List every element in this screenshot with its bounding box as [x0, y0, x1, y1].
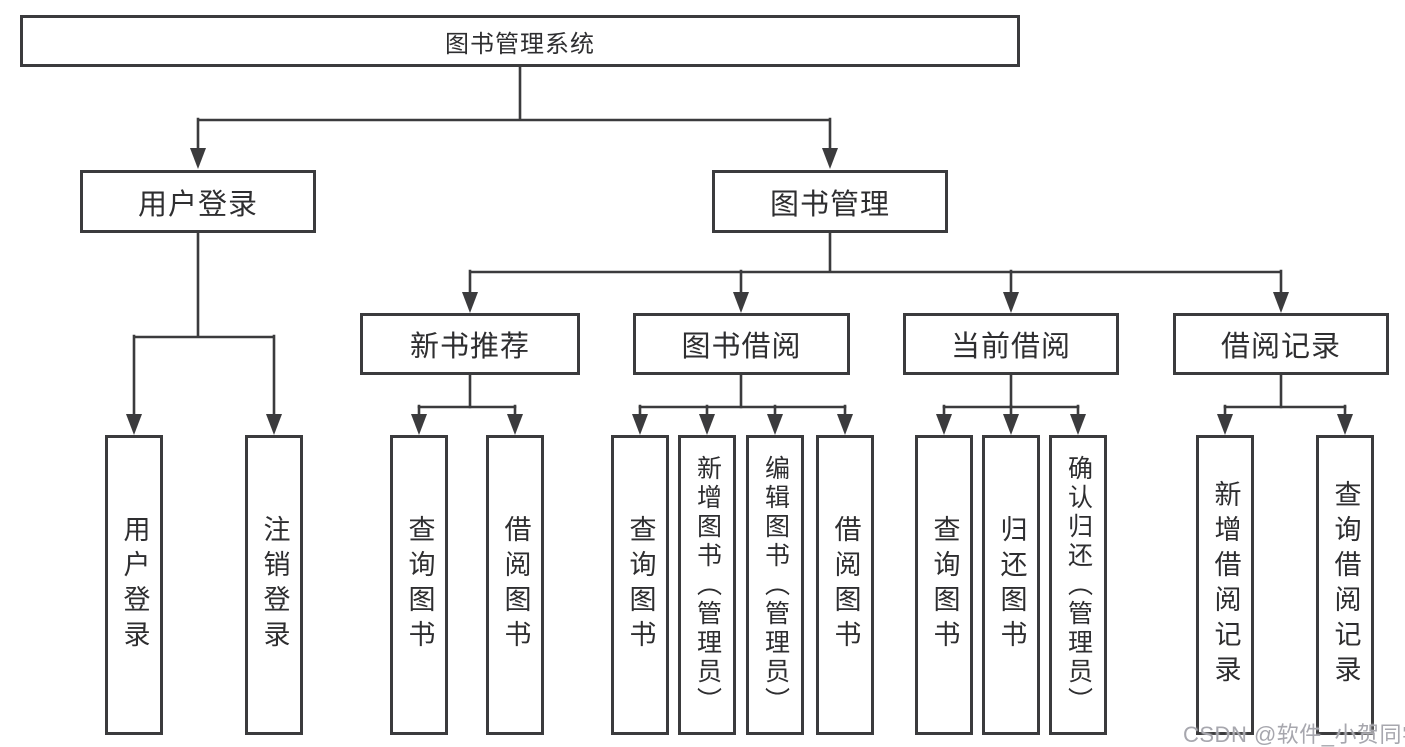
node-new-book-recommendation: 新书推荐	[360, 313, 580, 375]
node-user-login: 用户登录	[80, 170, 316, 233]
node-book-borrowing: 图书借阅	[633, 313, 850, 375]
watermark: CSDN @软件_小贺同学	[1183, 722, 1405, 747]
leaf-query-borrow-record-label: 查询借阅记录	[1330, 480, 1361, 690]
leaf-return-books-label: 归还图书	[996, 515, 1027, 655]
leaf-logout-login: 注销登录	[245, 435, 303, 735]
leaf-query-books-borrowing: 查询图书	[611, 435, 669, 735]
leaf-borrow-books-borrowing-label: 借阅图书	[830, 515, 861, 655]
leaf-return-books: 归还图书	[982, 435, 1040, 735]
leaf-add-books-admin: 新增图书（管理员）	[678, 435, 736, 735]
leaf-query-books-borrowing-label: 查询图书	[625, 515, 656, 655]
leaf-borrow-books-borrowing: 借阅图书	[816, 435, 874, 735]
leaf-confirm-return-admin-label: 确认归还（管理员）	[1064, 454, 1093, 716]
leaf-query-books-current-label: 查询图书	[929, 515, 960, 655]
leaf-query-books-recommend-label: 查询图书	[404, 515, 435, 655]
node-current-borrowing: 当前借阅	[903, 313, 1119, 375]
leaf-add-borrow-record: 新增借阅记录	[1196, 435, 1254, 735]
leaf-user-login: 用户登录	[105, 435, 163, 735]
leaf-add-borrow-record-label: 新增借阅记录	[1210, 480, 1241, 690]
leaf-borrow-books-recommend-label: 借阅图书	[500, 515, 531, 655]
leaf-confirm-return-admin: 确认归还（管理员）	[1049, 435, 1107, 735]
leaf-logout-login-label: 注销登录	[259, 515, 290, 655]
leaf-user-login-label: 用户登录	[119, 515, 150, 655]
leaf-add-books-admin-label: 新增图书（管理员）	[693, 454, 722, 716]
leaf-borrow-books-recommend: 借阅图书	[486, 435, 544, 735]
leaf-query-books-recommend: 查询图书	[390, 435, 448, 735]
leaf-query-books-current: 查询图书	[915, 435, 973, 735]
leaf-query-borrow-record: 查询借阅记录	[1316, 435, 1374, 735]
node-book-management: 图书管理	[712, 170, 948, 233]
leaf-edit-books-admin: 编辑图书（管理员）	[746, 435, 804, 735]
node-borrowing-records: 借阅记录	[1173, 313, 1389, 375]
node-library-management-system: 图书管理系统	[20, 15, 1020, 67]
leaf-edit-books-admin-label: 编辑图书（管理员）	[761, 454, 790, 716]
